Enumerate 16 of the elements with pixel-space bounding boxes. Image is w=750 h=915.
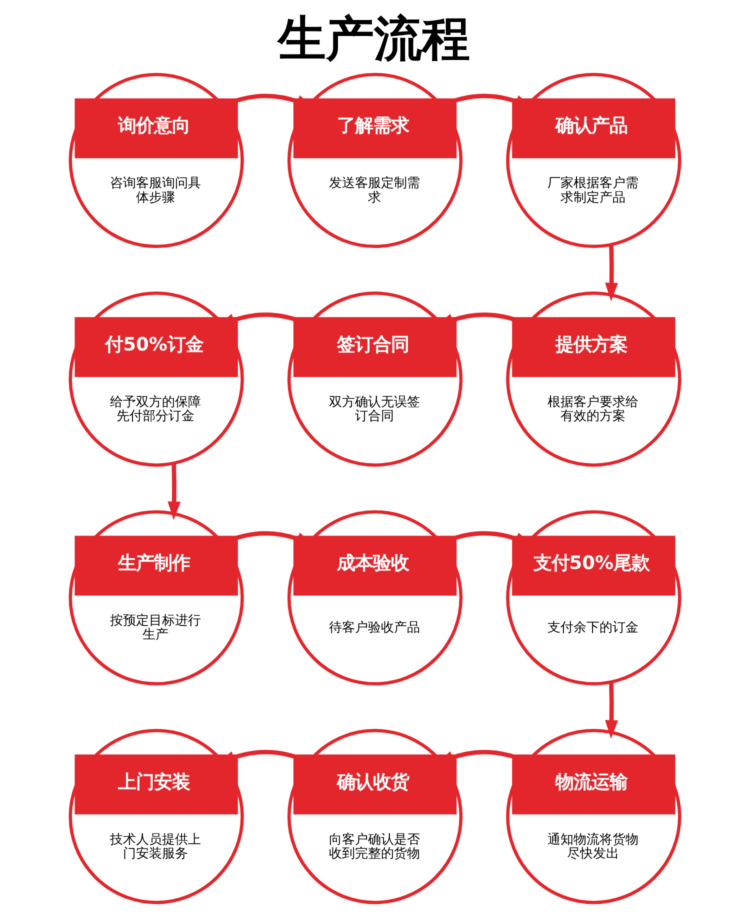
node-circle: 上门安装 技术人员提供上门安装服务 bbox=[68, 728, 244, 904]
node-circle: 提供方案 根据客户要求给有效的方案 bbox=[506, 291, 682, 466]
node-circle: 确认产品 厂家根据客户需求制定产品 bbox=[506, 72, 682, 248]
node-circle: 物流运输 通知物流将货物尽快发出 bbox=[506, 728, 682, 904]
diagram-title: 生产流程 bbox=[278, 12, 470, 67]
node-circle: 签订合同 双方确认无误签订合同 bbox=[287, 291, 463, 466]
arrow bbox=[605, 244, 618, 301]
node-circle: 确认收货 向客户确认是否收到完整的货物 bbox=[287, 728, 463, 904]
node-circle: 支付50%尾款 支付余下的订金 bbox=[506, 510, 682, 685]
node-circle: 付50%订金 给予双方的保障先付部分订金 bbox=[68, 291, 244, 466]
arrow bbox=[168, 462, 181, 520]
node-circle: 成本验收 待客户验收产品 bbox=[287, 510, 463, 685]
node-circle: 生产制作 按预定目标进行生产 bbox=[68, 510, 244, 685]
arrow bbox=[605, 681, 618, 738]
node-circle: 了解需求 发送客服定制需求 bbox=[287, 72, 463, 248]
node-circle: 询价意向 咨询客服询问具体步骤 bbox=[68, 72, 244, 248]
